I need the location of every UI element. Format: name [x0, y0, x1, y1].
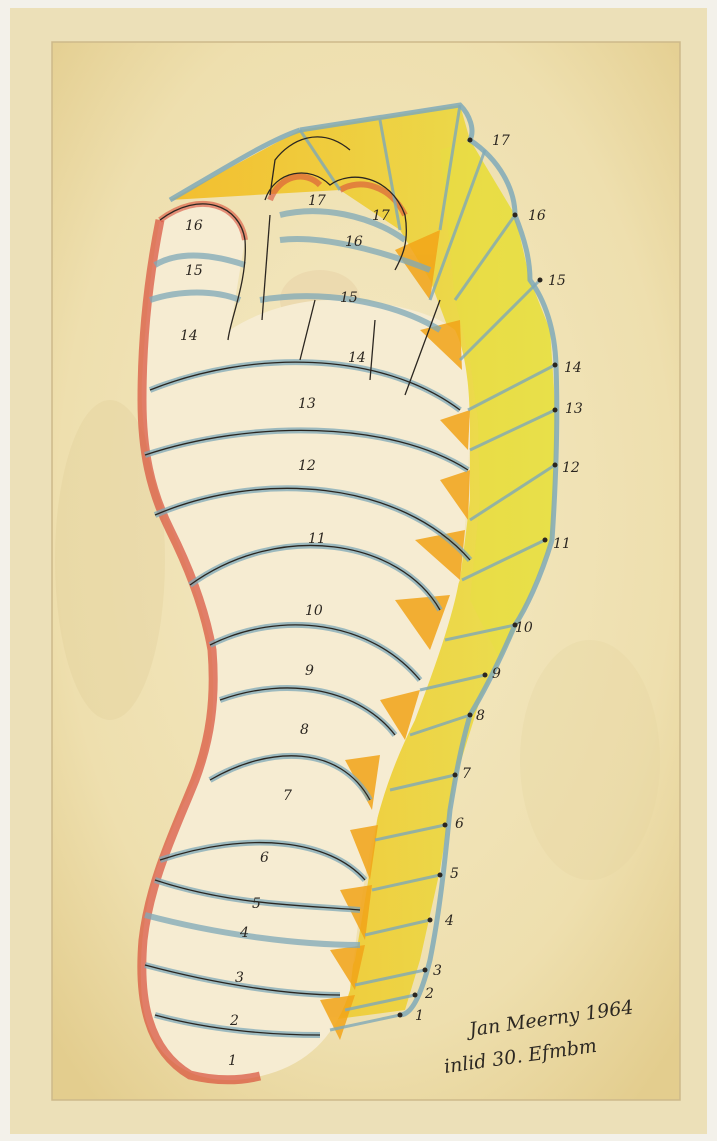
edge-label: 7 [462, 766, 471, 782]
edge-label: 13 [565, 401, 583, 417]
inner-label: 5 [252, 896, 261, 912]
edge-label: 2 [424, 986, 434, 1002]
edge-label: 6 [455, 816, 464, 832]
inner-label: 16 [185, 218, 203, 234]
edge-label: 12 [562, 460, 580, 476]
inner-label: 4 [239, 925, 249, 941]
inner-label: 7 [283, 788, 292, 804]
edge-label: 1 [415, 1008, 424, 1024]
edge-label: 16 [528, 208, 546, 224]
inner-label: 15 [185, 263, 203, 279]
edge-label: 14 [564, 360, 582, 376]
inner-label: 6 [260, 850, 269, 866]
inner-label: 12 [298, 458, 316, 474]
inner-label: 9 [305, 663, 314, 679]
edge-label: 15 [548, 273, 566, 289]
edge-label: 10 [515, 620, 533, 636]
inner-label: 17 [372, 208, 390, 224]
inner-label: 15 [340, 290, 358, 306]
inner-label: 10 [305, 603, 323, 619]
inner-label: 11 [308, 531, 326, 547]
inner-label: 13 [298, 396, 316, 412]
inner-label: 14 [348, 350, 366, 366]
inner-label: 8 [300, 722, 309, 738]
edge-label: 17 [492, 133, 510, 149]
edge-label: 5 [450, 866, 459, 882]
inner-label: 2 [229, 1013, 239, 1029]
inner-label: 14 [180, 328, 198, 344]
edge-label: 11 [553, 536, 571, 552]
edge-label: 3 [433, 963, 442, 979]
inner-label: 1 [228, 1053, 237, 1069]
edge-label: 4 [444, 913, 454, 929]
edge-label: 8 [476, 708, 485, 724]
edge-label: 9 [492, 666, 501, 682]
inner-label: 3 [235, 970, 244, 986]
inner-label: 17 [308, 193, 326, 209]
inner-label: 16 [345, 234, 363, 250]
